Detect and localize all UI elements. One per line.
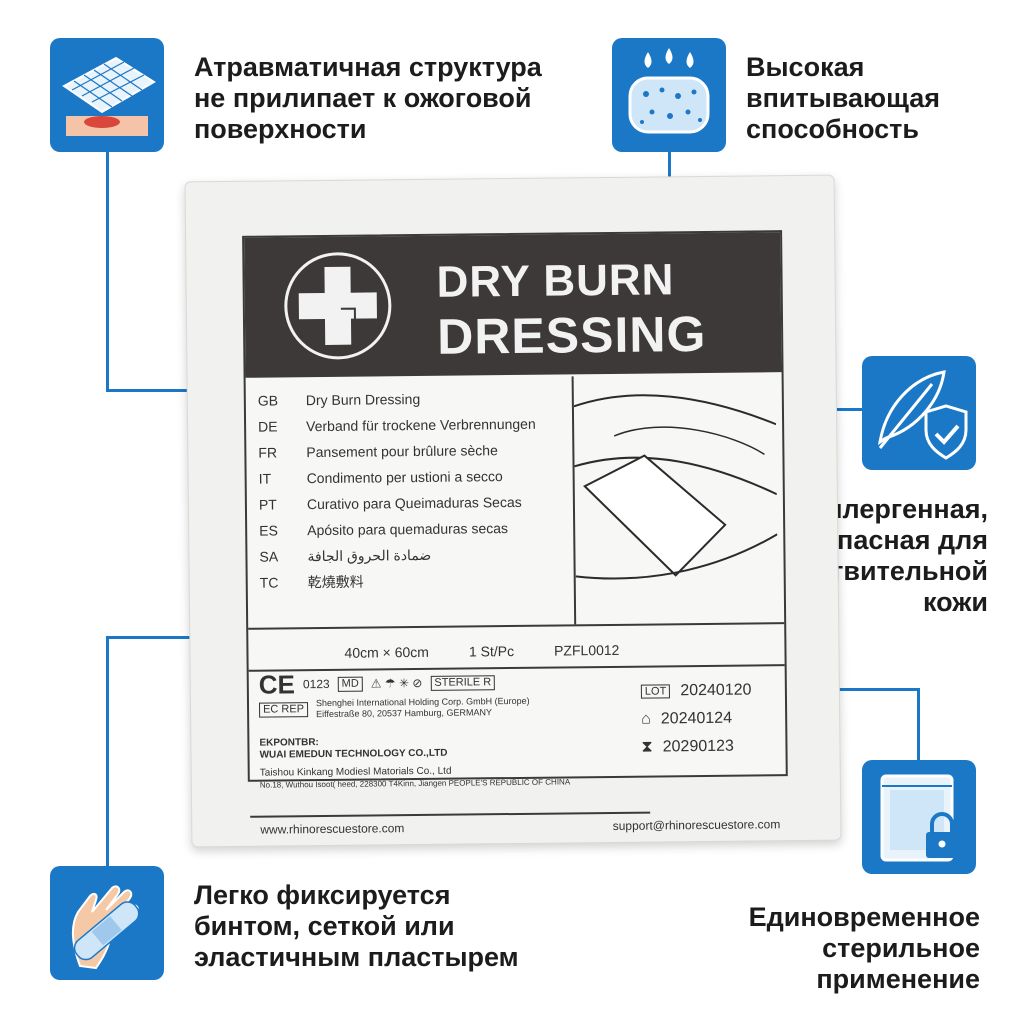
ec-rep-badge: EC REP (258, 701, 309, 718)
water-drops-sponge-icon (612, 38, 726, 152)
warning-icon: ⚠ ☂ ✳ ⊘ (370, 675, 423, 691)
bandaged-hand-icon (50, 866, 164, 980)
manufacture-date-row: ⌂20240124 (641, 709, 733, 728)
contact-row: www.rhinorescuestore.com support@rhinore… (260, 817, 780, 836)
email-text: support@rhinorescuestore.com (612, 817, 781, 833)
connector-bottom-right-horizontal (808, 688, 920, 691)
website-text: www.rhinorescuestore.com (260, 821, 405, 837)
md-badge: MD (337, 676, 363, 692)
connector-bottom-right-vertical (917, 688, 920, 760)
connector-bottom-left-vertical (106, 636, 109, 866)
ref-value: PZFL0012 (553, 641, 620, 659)
atraumatic-mesh-icon (50, 38, 164, 152)
divider (248, 664, 785, 672)
feature-fixation-text: Легко фиксируется бинтом, сеткой или эла… (194, 880, 519, 972)
size-row: 40cm × 60cm 1 St/Pc PZFL0012 (344, 642, 619, 661)
sealed-package-lock-icon (862, 760, 976, 874)
divider (248, 622, 785, 630)
bandaged-arm-illustration (571, 374, 779, 625)
ec-rep-row: EC REP Shenghei International Holding Co… (258, 696, 530, 721)
package-banner: DRY BURN DRESSING (244, 232, 782, 378)
factory-icon: ⌂ (641, 710, 651, 728)
symbol-row: CE 0123 MD ⚠ ☂ ✳ ⊘ STERILE R (258, 669, 530, 700)
exporter-block: EKPONTBR: WUAI EMEDUN TECHNOLOGY CO.,LTD… (259, 737, 571, 790)
feather-shield-icon (862, 356, 976, 470)
connector-top-left-horizontal (106, 389, 216, 392)
size-value: 40cm × 60cm (344, 643, 429, 661)
feature-atraumatic-text: Атравматичная структура не прилипает к о… (194, 52, 542, 144)
ce-number: 0123 (302, 676, 330, 692)
divider (250, 811, 651, 818)
feature-sterile-text: Единовременное стерильное применение (748, 902, 980, 994)
product-title-line1: DRY BURN (436, 255, 675, 307)
quantity-value: 1 St/Pc (468, 642, 515, 660)
product-title-line2: DRESSING (436, 305, 707, 365)
regulatory-block: CE 0123 MD ⚠ ☂ ✳ ⊘ STERILE R EC REP Shen… (258, 669, 530, 721)
hourglass-icon: ⧗ (641, 738, 653, 756)
connector-bottom-left-horizontal (106, 636, 216, 639)
medical-cross-logo-icon (280, 248, 395, 363)
feature-absorbency-text: Высокая впитывающая способность (746, 52, 940, 144)
ce-mark: CE (258, 669, 296, 700)
connector-top-left-vertical (106, 152, 109, 392)
expiry-date-row: ⧗20290123 (641, 737, 734, 756)
sterile-badge: STERILE R (430, 675, 496, 691)
